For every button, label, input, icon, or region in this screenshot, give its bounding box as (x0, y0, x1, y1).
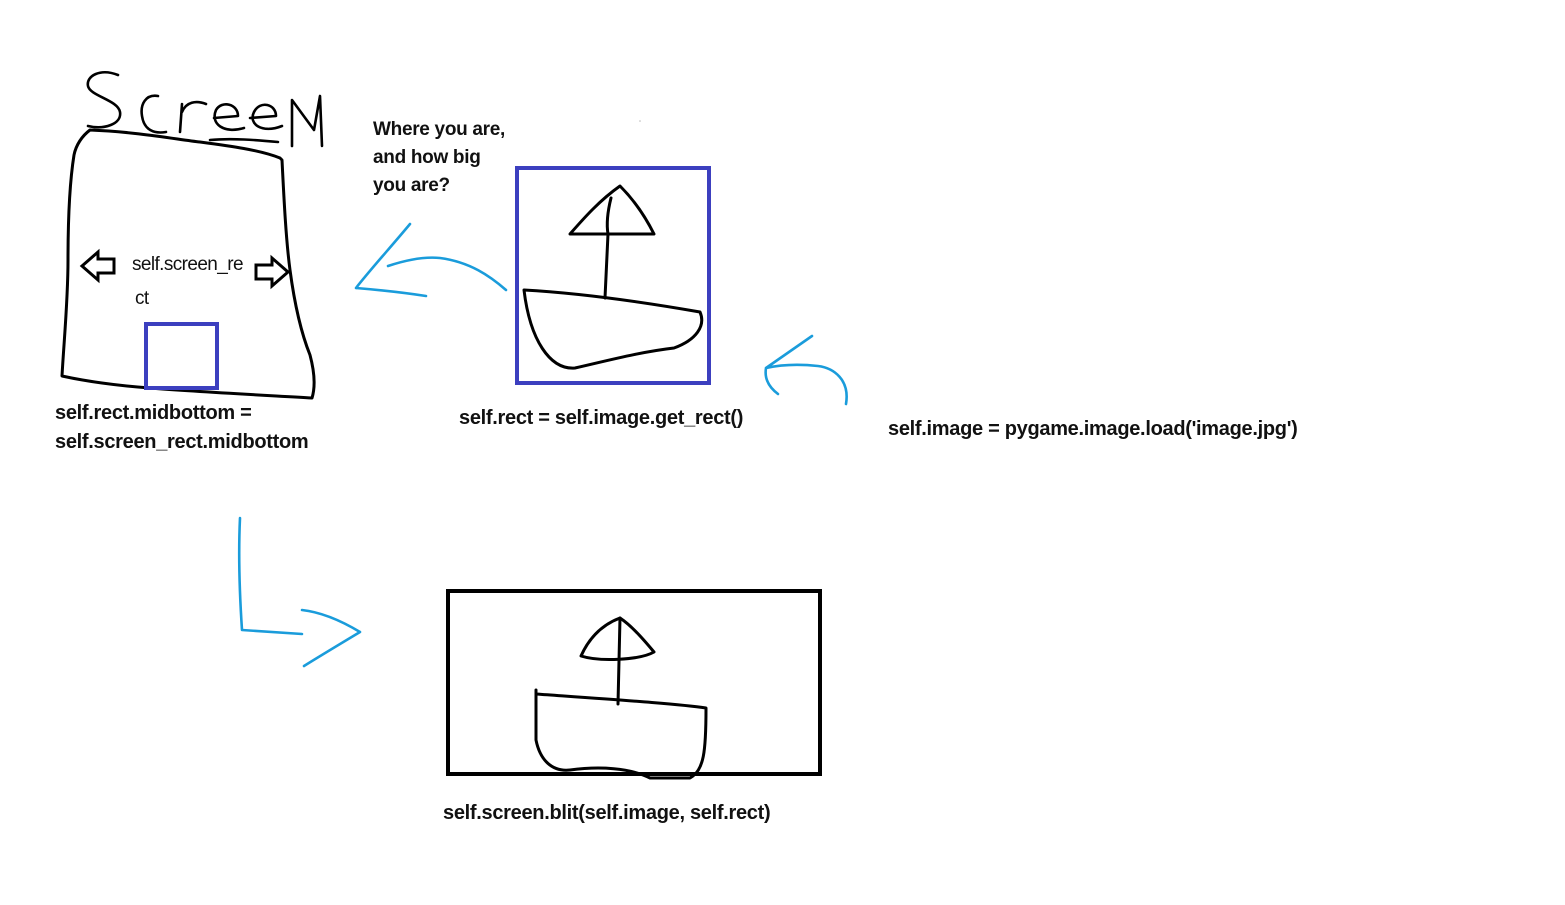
midbottom-label-line1: self.rect.midbottom = (55, 402, 252, 424)
screen-title-handwriting (86, 71, 324, 148)
midbottom-label-line2: self.screen_rect.midbottom (55, 431, 309, 453)
blit-result-frame (446, 589, 822, 776)
image-load-label: self.image = pygame.image.load('image.jp… (888, 418, 1298, 440)
screen-rect-label-line2: ct (135, 288, 149, 309)
question-line1: Where you are, (373, 119, 506, 140)
screen-rect-label-line1: self.screen_re (132, 254, 244, 275)
hand-drawn-boat-blitted (534, 616, 708, 780)
curved-arrow-rect-to-screen (354, 222, 508, 298)
stray-dot (639, 120, 641, 122)
right-arrow-icon (254, 254, 291, 290)
screen-outline (60, 128, 316, 400)
midbottom-rect (144, 322, 219, 390)
question-line2: and how big (373, 147, 481, 168)
question-line3: you are? (373, 175, 450, 196)
curved-arrow-to-blit (237, 516, 362, 668)
get-rect-label: self.rect = self.image.get_rect() (459, 407, 744, 429)
image-rect-frame (515, 166, 711, 385)
hand-drawn-boat (522, 184, 704, 370)
left-arrow-icon (79, 248, 116, 284)
curved-arrow-load-to-rect (764, 334, 848, 406)
blit-label: self.screen.blit(self.image, self.rect) (443, 802, 771, 824)
